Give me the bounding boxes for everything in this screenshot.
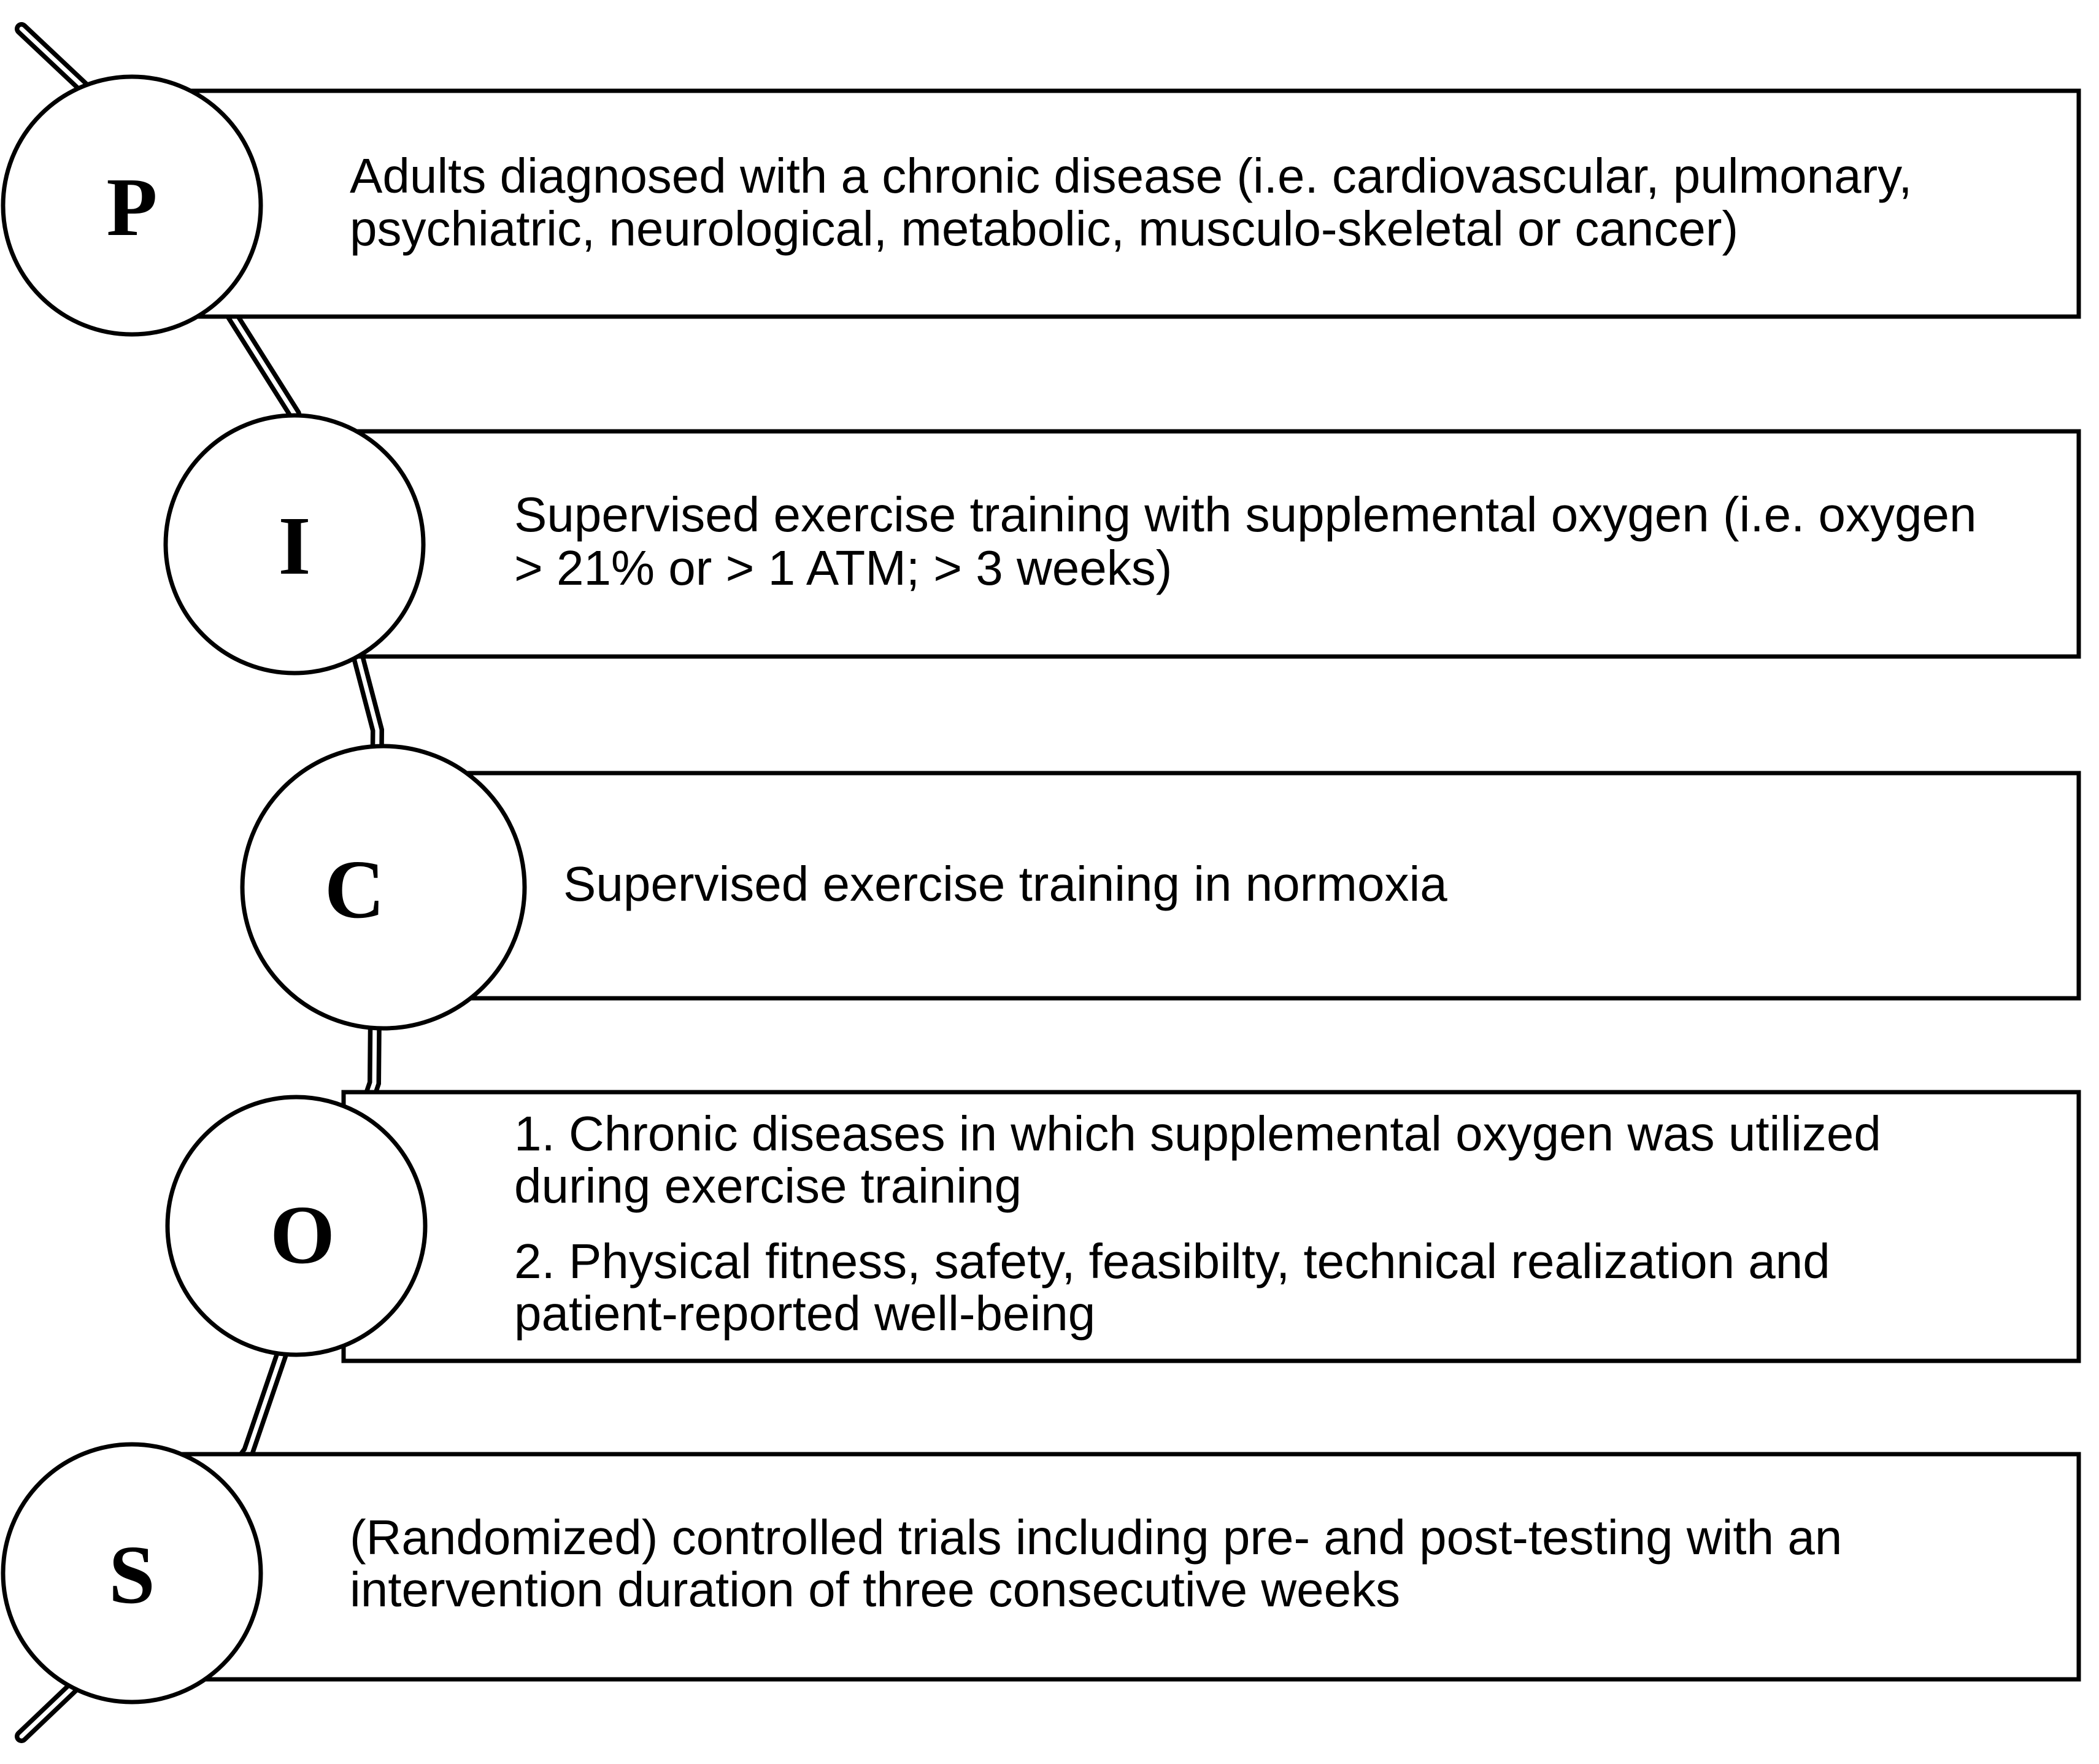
study-design-circle <box>1 1442 263 1704</box>
comparison-circle <box>240 744 527 1031</box>
study-design-text: (Randomized) controlled trials including… <box>350 1510 1856 1617</box>
comparison-box <box>390 771 2081 1001</box>
comparison-letter: C <box>325 844 385 936</box>
row-outcome: 1. Chronic diseases in which supplementa… <box>165 1090 2081 1363</box>
row-intervention: Supervised exercise training with supple… <box>163 413 2081 676</box>
population-circle <box>1 74 263 337</box>
row-population: Adults diagnosed with a chronic disease … <box>1 74 2081 337</box>
row-comparison: Supervised exercise training in normoxia… <box>240 744 2081 1031</box>
study-design-letter: S <box>109 1529 155 1621</box>
study-design-box <box>157 1452 2081 1682</box>
comparison-text: Supervised exercise training in normoxia <box>563 857 1447 911</box>
intervention-circle <box>163 413 426 676</box>
population-text: Adults diagnosed with a chronic disease … <box>350 148 1926 256</box>
row-study-design: (Randomized) controlled trials including… <box>1 1442 2081 1704</box>
outcome-box <box>341 1090 2081 1363</box>
outcome-letter: O <box>270 1189 335 1281</box>
intervention-text: Supervised exercise training with supple… <box>514 487 1990 595</box>
intervention-letter: I <box>279 500 311 592</box>
outcome-circle <box>165 1095 428 1357</box>
population-letter: P <box>106 161 157 253</box>
outcome-text: 1. Chronic diseases in which supplementa… <box>514 1106 1895 1341</box>
